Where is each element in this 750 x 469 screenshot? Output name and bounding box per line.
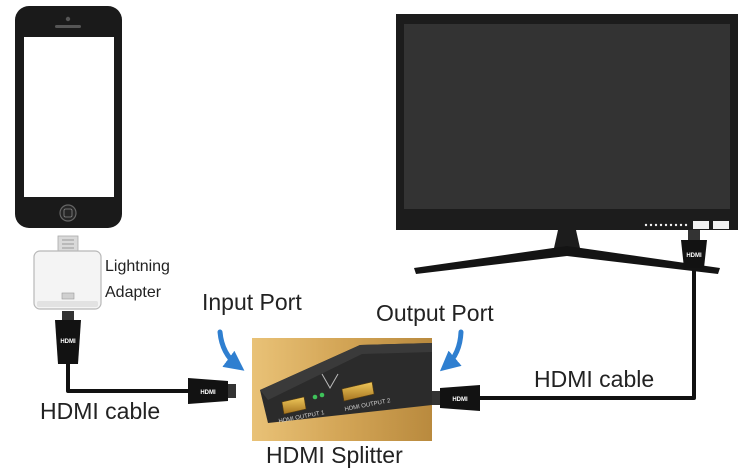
hdmi-logo-monitor-plug: HDMI bbox=[686, 253, 702, 259]
hdmi-cable-right-label: HDMI cable bbox=[534, 366, 655, 392]
hdmi-plug-splitter-output: HDMI bbox=[432, 385, 480, 411]
hdmi-logo-input-plug: HDMI bbox=[200, 390, 216, 396]
phone-screen bbox=[24, 37, 114, 197]
input-port-arrow bbox=[217, 329, 245, 371]
hdmi-plug-splitter-input: HDMI bbox=[188, 378, 236, 404]
hdmi-logo-left-plug: HDMI bbox=[60, 339, 76, 345]
monitor-screen bbox=[404, 24, 730, 209]
hdmi-cable-left-label: HDMI cable bbox=[40, 398, 161, 424]
output-port-arrow bbox=[439, 329, 464, 372]
splitter-port-1 bbox=[281, 396, 307, 415]
smartphone bbox=[15, 6, 122, 228]
led-indicator-2 bbox=[319, 392, 325, 398]
input-port-label: Input Port bbox=[202, 289, 302, 315]
hdmi-plug-left: HDMI bbox=[55, 311, 81, 364]
led-indicator-1 bbox=[312, 394, 318, 400]
hdmi-logo-output-plug: HDMI bbox=[452, 397, 468, 403]
hdmi-splitter: HDMI OUTPUT 1 HDMI OUTPUT 2 bbox=[252, 338, 432, 441]
hdmi-plug-monitor: HDMI bbox=[681, 230, 707, 268]
home-button bbox=[59, 204, 77, 222]
monitor-control-buttons bbox=[644, 221, 729, 229]
hdmi-splitter-label: HDMI Splitter bbox=[266, 442, 403, 468]
monitor-neck bbox=[554, 230, 580, 248]
hdmi-cable-left bbox=[66, 364, 192, 393]
monitor-stand bbox=[414, 246, 720, 274]
output-port-label: Output Port bbox=[376, 300, 494, 326]
monitor bbox=[396, 14, 738, 274]
lightning-adapter-label-line2: Adapter bbox=[105, 284, 162, 301]
lightning-adapter bbox=[33, 235, 102, 310]
hdmi-cable-right bbox=[480, 266, 696, 400]
lightning-adapter-label-line1: Lightning bbox=[105, 258, 170, 275]
splitter-port-2 bbox=[341, 381, 375, 402]
